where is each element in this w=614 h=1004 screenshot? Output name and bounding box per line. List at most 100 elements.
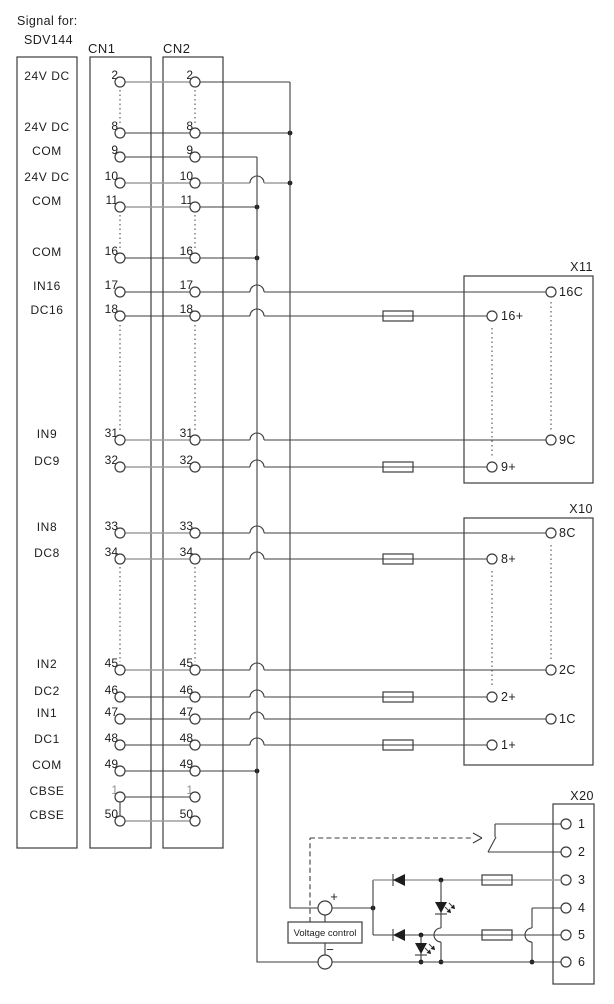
terminal-2C xyxy=(545,664,557,676)
cn2-pin-number: 9 xyxy=(186,143,193,157)
terminal-9C xyxy=(545,434,557,446)
block-label: X11 xyxy=(570,260,593,274)
x20-terminal-label: 1 xyxy=(578,817,585,831)
x20-terminal-6 xyxy=(560,956,572,968)
block-box xyxy=(463,517,594,766)
cn2-pin-number: 33 xyxy=(180,519,194,533)
cn2-pin-number: 2 xyxy=(186,68,193,82)
cn1-pin-18 xyxy=(114,310,126,322)
cn2-pin-49 xyxy=(189,765,201,777)
cn2-pin-number: 11 xyxy=(181,193,194,207)
cn2-pin-17 xyxy=(189,286,201,298)
plus-terminal xyxy=(317,900,333,916)
signal-label: COM xyxy=(32,758,62,772)
terminal-label: 9C xyxy=(559,433,576,447)
signal-label: DC1 xyxy=(34,732,60,746)
supply-bus xyxy=(289,82,318,909)
x20-terminal-5 xyxy=(560,929,572,941)
cn1-pin-number: 17 xyxy=(105,278,119,292)
cn1-pin-49 xyxy=(114,765,126,777)
cn2-pin-1 xyxy=(189,791,201,803)
cn1-pin-31 xyxy=(114,434,126,446)
signal-label: DC8 xyxy=(34,546,60,560)
cn1-pin-2 xyxy=(114,76,126,88)
terminal-label: 1C xyxy=(559,712,576,726)
cn2-pin-11 xyxy=(189,201,201,213)
wire-hop xyxy=(524,927,533,943)
output-circuit xyxy=(332,874,561,965)
cn2-pin-34 xyxy=(189,553,201,565)
cn1-pin-number: 8 xyxy=(111,119,118,133)
cn1-pin-46 xyxy=(114,691,126,703)
bus-com xyxy=(256,157,318,963)
terminal-label: 2C xyxy=(559,663,576,677)
terminal-label: 16C xyxy=(559,285,583,299)
cn1-pin-9 xyxy=(114,151,126,163)
terminal-1+ xyxy=(486,739,498,751)
cn1-pin-17 xyxy=(114,286,126,298)
cn1-pin-45 xyxy=(114,664,126,676)
signal-label: CBSE xyxy=(29,808,64,822)
cn2-pin-47 xyxy=(189,713,201,725)
cn2-pin-18 xyxy=(189,310,201,322)
cn1-pin-number: 2 xyxy=(111,68,118,82)
cn1-pin-16 xyxy=(114,252,126,264)
cn2-pin-33 xyxy=(189,527,201,539)
cn1-pin-number: 45 xyxy=(105,656,119,670)
actuation-link xyxy=(309,832,483,922)
cn1-pin-number: 49 xyxy=(105,757,119,771)
block-label: X20 xyxy=(570,789,594,803)
x20-terminal-label: 2 xyxy=(578,845,585,859)
block-x11: X11 xyxy=(463,260,594,484)
fuse-icon xyxy=(382,461,414,473)
cn2-pin-number: 46 xyxy=(180,683,194,697)
terminal-16+ xyxy=(486,310,498,322)
diode-icon xyxy=(393,874,405,886)
block-box xyxy=(463,275,594,484)
cn2-pin-number: 10 xyxy=(180,169,194,183)
cn1-pin-32 xyxy=(114,461,126,473)
cn2-pin-46 xyxy=(189,691,201,703)
cn2-pin-number: 18 xyxy=(180,302,194,316)
cn2-pin-45 xyxy=(189,664,201,676)
led-icon xyxy=(415,943,427,954)
signal-label: DC9 xyxy=(34,454,60,468)
terminal-label: 9+ xyxy=(501,460,516,474)
voltage-control: Voltage control+− xyxy=(287,889,363,970)
cn2-pin-number: 31 xyxy=(180,426,194,440)
cn1-pin-number: 48 xyxy=(105,731,119,745)
cn2-box xyxy=(162,56,224,849)
switch-blade xyxy=(487,836,497,853)
fuse-icon xyxy=(382,691,414,703)
terminal-8+ xyxy=(486,553,498,565)
cn1-pin-50 xyxy=(114,815,126,827)
connector-boxes xyxy=(16,56,224,849)
cn2-pin-32 xyxy=(189,461,201,473)
cn2-pin-50 xyxy=(189,815,201,827)
terminal-8C xyxy=(545,527,557,539)
signal-label: COM xyxy=(32,245,62,259)
signal-label: IN9 xyxy=(37,427,57,441)
cn2-pin-16 xyxy=(189,252,201,264)
cn2-pin-number: 32 xyxy=(180,453,194,467)
cn2-pin-number: 45 xyxy=(180,656,194,670)
fuse-icon xyxy=(382,310,414,322)
signal-label: CBSE xyxy=(29,784,64,798)
cn1-pin-47 xyxy=(114,713,126,725)
cn1-pin-34 xyxy=(114,553,126,565)
title-line2: SDV144 xyxy=(24,33,73,47)
terminal-label: 8C xyxy=(559,526,576,540)
